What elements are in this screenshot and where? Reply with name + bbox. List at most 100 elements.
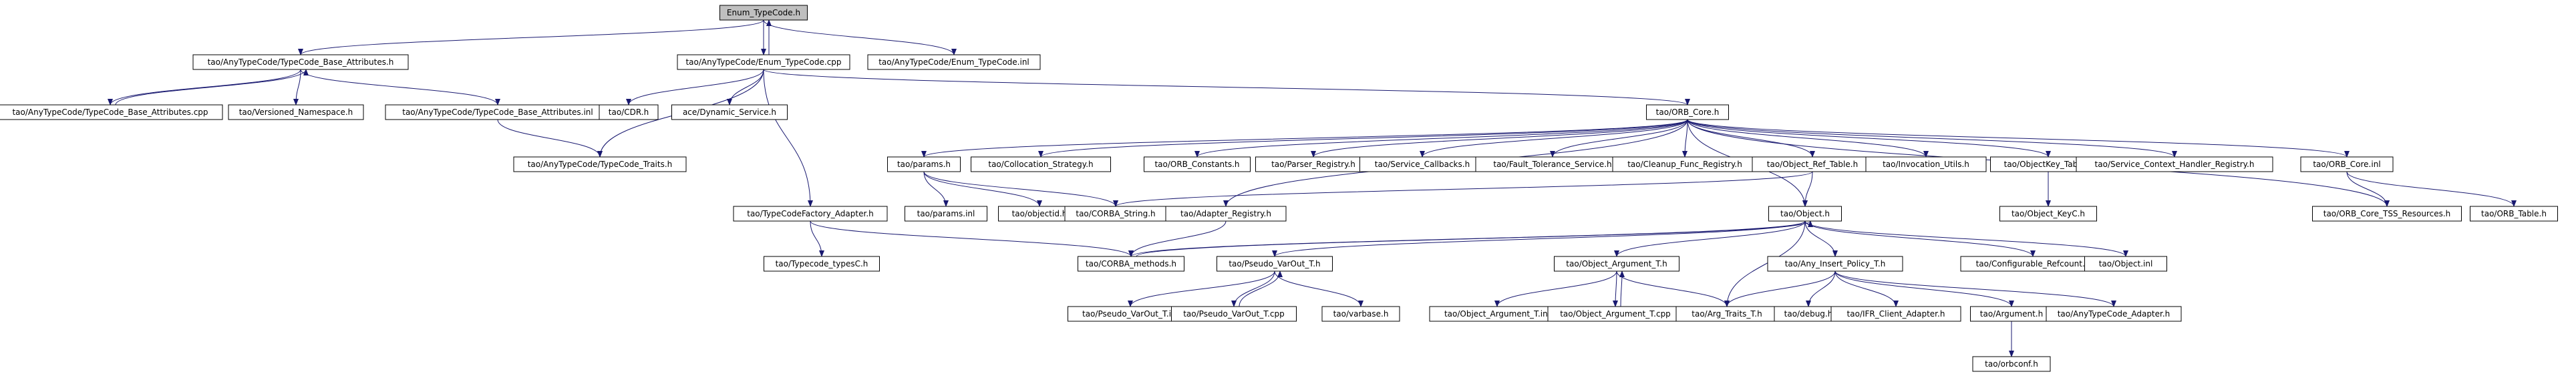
graph-node-tao-arg-traits-t-h[interactable]: tao/Arg_Traits_T.h xyxy=(1675,306,1778,322)
graph-node-enum-typecode-h[interactable]: Enum_TypeCode.h xyxy=(719,5,808,21)
edge-tao-any-insert-policy-t-h-to-tao-anytypecode-adapter-h xyxy=(1834,270,2116,307)
edge-tao-pseudo-varout-t-h-to-tao-varbase-h xyxy=(1274,270,1363,307)
edge-tao-params-h-to-tao-objectid-h xyxy=(923,171,1042,207)
edge-tao-anytypecode-typecode-base-attributes-h-to-tao-versioned-namespace-h xyxy=(293,69,301,106)
node-label: tao/Service_Callbacks.h xyxy=(1375,160,1470,169)
edge-layer xyxy=(108,19,2517,357)
edge-tao-pseudo-varout-t-h-to-tao-pseudo-varout-t-inl xyxy=(1128,270,1275,307)
edge-tao-object-h-to-tao-object-inl xyxy=(1804,220,2128,257)
graph-node-tao-anytypecode-typecode-traits-h[interactable]: tao/AnyTypeCode/TypeCode_Traits.h xyxy=(513,156,687,172)
edge-tao-orb-core-h-to-tao-parser-registry-h xyxy=(1311,119,1688,158)
graph-node-tao-orbconf-h[interactable]: tao/orbconf.h xyxy=(1972,356,2051,372)
graph-node-tao-any-insert-policy-t-h[interactable]: tao/Any_Insert_Policy_T.h xyxy=(1767,256,1903,272)
node-label: tao/ORB_Constants.h xyxy=(1154,160,1239,169)
graph-node-tao-orb-table-h[interactable]: tao/ORB_Table.h xyxy=(2470,206,2558,222)
graph-node-tao-pseudo-varout-t-cpp[interactable]: tao/Pseudo_VarOut_T.cpp xyxy=(1171,306,1297,322)
node-label: tao/Any_Insert_Policy_T.h xyxy=(1785,259,1886,268)
graph-node-tao-argument-h[interactable]: tao/Argument.h xyxy=(1970,306,2053,322)
edge-tao-orb-core-h-to-tao-orb-core-inl xyxy=(1687,119,2350,158)
edge-tao-anytypecode-enum-typecode-cpp-to-tao-cdr-h xyxy=(626,69,764,106)
node-label: tao/Argument.h xyxy=(1980,309,2043,319)
graph-node-tao-cleanup-func-registry-h[interactable]: tao/Cleanup_Func_Registry.h xyxy=(1612,156,1758,172)
graph-node-tao-object-h[interactable]: tao/Object.h xyxy=(1768,206,1842,222)
graph-node-tao-object-ref-table-h[interactable]: tao/Object_Ref_Table.h xyxy=(1752,156,1873,172)
graph-node-tao-service-callbacks-h[interactable]: tao/Service_Callbacks.h xyxy=(1359,156,1485,172)
node-box xyxy=(2084,256,2167,272)
graph-node-tao-orb-core-inl[interactable]: tao/ORB_Core.inl xyxy=(2300,156,2394,172)
edge-tao-orb-core-h-to-tao-cleanup-func-registry-h xyxy=(1682,119,1688,158)
graph-node-tao-orb-core-h[interactable]: tao/ORB_Core.h xyxy=(1646,104,1729,120)
node-label: tao/Versioned_Namespace.h xyxy=(239,108,353,117)
graph-node-tao-orb-constants-h[interactable]: tao/ORB_Constants.h xyxy=(1144,156,1251,172)
graph-node-tao-corba-string-h[interactable]: tao/CORBA_String.h xyxy=(1064,206,1167,222)
edge-tao-any-insert-policy-t-h-to-tao-arg-traits-t-h xyxy=(1724,270,1836,307)
edge-tao-corba-methods-h-to-tao-object-h xyxy=(1136,220,1813,257)
node-box xyxy=(867,54,1041,70)
node-box xyxy=(671,104,788,120)
graph-node-tao-orb-core-tss-resources-h[interactable]: tao/ORB_Core_TSS_Resources.h xyxy=(2312,206,2462,222)
node-box xyxy=(513,156,687,172)
graph-node-tao-anytypecode-typecode-base-attributes-h[interactable]: tao/AnyTypeCode/TypeCode_Base_Attributes… xyxy=(192,54,409,70)
graph-node-tao-service-context-handler-registry-h[interactable]: tao/Service_Context_Handler_Registry.h xyxy=(2076,156,2273,172)
graph-node-tao-versioned-namespace-h[interactable]: tao/Versioned_Namespace.h xyxy=(228,104,364,120)
edge-tao-orb-core-h-to-tao-service-callbacks-h xyxy=(1420,119,1688,158)
graph-node-tao-corba-methods-h[interactable]: tao/CORBA_methods.h xyxy=(1078,256,1184,272)
graph-node-tao-anytypecode-typecode-base-attributes-inl[interactable]: tao/AnyTypeCode/TypeCode_Base_Attributes… xyxy=(385,104,611,120)
graph-node-tao-params-inl[interactable]: tao/params.inl xyxy=(905,206,987,222)
edge-tao-orb-core-h-to-tao-invocation-utils-h xyxy=(1687,119,1929,158)
node-box xyxy=(719,5,808,21)
graph-node-tao-object-inl[interactable]: tao/Object.inl xyxy=(2084,256,2167,272)
edge-tao-any-insert-policy-t-h-to-tao-debug-h xyxy=(1806,270,1836,307)
edge-tao-anytypecode-typecode-base-attributes-h-to-tao-anytypecode-typecode-base-attributes-inl xyxy=(300,69,500,106)
node-box xyxy=(1321,306,1400,322)
graph-node-tao-object-argument-t-h[interactable]: tao/Object_Argument_T.h xyxy=(1554,256,1679,272)
edge-tao-adapter-registry-h-to-tao-corba-methods-h xyxy=(1128,220,1227,257)
node-box xyxy=(1646,104,1729,120)
graph-node-tao-cdr-h[interactable]: tao/CDR.h xyxy=(599,104,659,120)
graph-node-tao-params-h[interactable]: tao/params.h xyxy=(887,156,961,172)
graph-node-tao-object-keyc-h[interactable]: tao/Object_KeyC.h xyxy=(1999,206,2097,222)
node-box xyxy=(1830,306,1961,322)
graph-node-tao-anytypecode-enum-typecode-cpp[interactable]: tao/AnyTypeCode/Enum_TypeCode.cpp xyxy=(677,54,850,70)
node-label: tao/debug.h xyxy=(1784,309,1833,319)
node-label: tao/Pseudo_VarOut_T.h xyxy=(1229,259,1320,268)
edge-tao-object-h-to-tao-configurable-refcount-h xyxy=(1804,220,2036,257)
graph-node-tao-anytypecode-typecode-base-attributes-cpp[interactable]: tao/AnyTypeCode/TypeCode_Base_Attributes… xyxy=(0,104,223,120)
graph-node-tao-collocation-strategy-h[interactable]: tao/Collocation_Strategy.h xyxy=(971,156,1111,172)
node-label: tao/Typecode_typesC.h xyxy=(776,259,868,268)
node-box xyxy=(1171,306,1297,322)
graph-node-tao-typecode-typesc-h[interactable]: tao/Typecode_typesC.h xyxy=(764,256,880,272)
graph-node-tao-adapter-registry-h[interactable]: tao/Adapter_Registry.h xyxy=(1165,206,1287,222)
graph-node-tao-object-argument-t-inl[interactable]: tao/Object_Argument_T.inl xyxy=(1429,306,1565,322)
graph-node-tao-debug-h[interactable]: tao/debug.h xyxy=(1774,306,1843,322)
graph-node-tao-ifr-client-adapter-h[interactable]: tao/IFR_Client_Adapter.h xyxy=(1830,306,1961,322)
graph-node-tao-typecodefactory-adapter-h[interactable]: tao/TypeCodeFactory_Adapter.h xyxy=(733,206,888,222)
graph-node-ace-dynamic-service-h[interactable]: ace/Dynamic_Service.h xyxy=(671,104,788,120)
graph-node-tao-anytypecode-adapter-h[interactable]: tao/AnyTypeCode_Adapter.h xyxy=(2046,306,2182,322)
edge-tao-orb-core-h-to-tao-orb-constants-h xyxy=(1194,119,1688,158)
graph-node-tao-pseudo-varout-t-inl[interactable]: tao/Pseudo_VarOut_T.inl xyxy=(1068,306,1193,322)
graph-node-tao-object-argument-t-cpp[interactable]: tao/Object_Argument_T.cpp xyxy=(1547,306,1683,322)
node-label: tao/AnyTypeCode/TypeCode_Traits.h xyxy=(528,160,673,169)
node-box xyxy=(1078,256,1184,272)
graph-node-tao-configurable-refcount-h[interactable]: tao/Configurable_Refcount.h xyxy=(1960,256,2106,272)
node-label: tao/Object.h xyxy=(1780,209,1830,218)
node-label: tao/AnyTypeCode/TypeCode_Base_Attributes… xyxy=(402,108,593,117)
graph-node-tao-pseudo-varout-t-h[interactable]: tao/Pseudo_VarOut_T.h xyxy=(1217,256,1333,272)
edge-tao-pseudo-varout-t-cpp-to-tao-pseudo-varout-t-h xyxy=(1239,270,1283,307)
graph-node-tao-parser-registry-h[interactable]: tao/Parser_Registry.h xyxy=(1255,156,1372,172)
node-box xyxy=(905,206,987,222)
node-label: tao/ORB_Core_TSS_Resources.h xyxy=(2323,209,2451,218)
graph-node-tao-objectid-h[interactable]: tao/objectid.h xyxy=(998,206,1081,222)
graph-node-tao-invocation-utils-h[interactable]: tao/Invocation_Utils.h xyxy=(1865,156,1987,172)
graph-node-tao-varbase-h[interactable]: tao/varbase.h xyxy=(1321,306,1400,322)
edge-tao-typecodefactory-adapter-h-to-tao-corba-methods-h xyxy=(810,220,1134,257)
graph-node-tao-fault-tolerance-service-h[interactable]: tao/Fault_Tolerance_Service.h xyxy=(1475,156,1630,172)
graph-node-tao-anytypecode-enum-typecode-inl[interactable]: tao/AnyTypeCode/Enum_TypeCode.inl xyxy=(867,54,1041,70)
edge-tao-object-ref-table-h-to-tao-corba-string-h xyxy=(1113,171,1813,207)
node-label: tao/AnyTypeCode/TypeCode_Base_Attributes… xyxy=(208,57,394,67)
node-label: tao/IFR_Client_Adapter.h xyxy=(1847,309,1945,319)
node-label: tao/Object_Argument_T.cpp xyxy=(1560,309,1671,319)
node-label: tao/Configurable_Refcount.h xyxy=(1976,259,2090,268)
